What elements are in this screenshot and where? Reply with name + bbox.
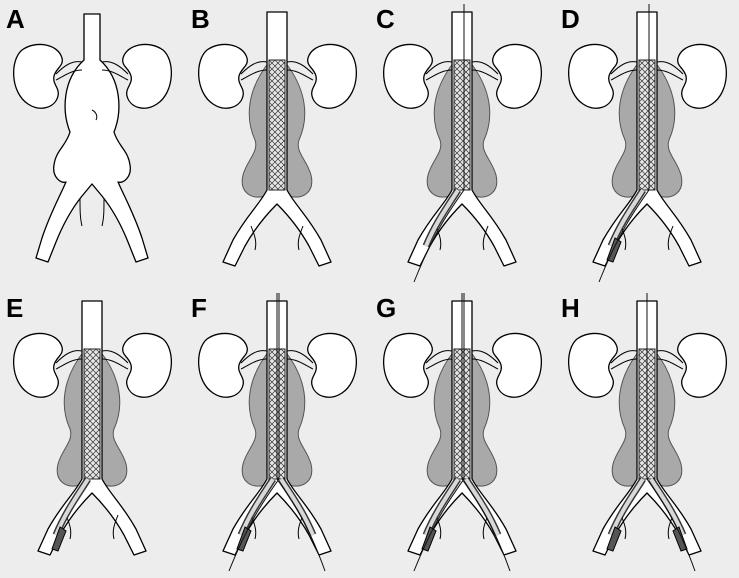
- panel-letter: H: [561, 295, 580, 321]
- internal-iliac-left: [80, 198, 82, 226]
- left-graft-limb-inner: [611, 190, 643, 246]
- kidney-right: [493, 44, 542, 108]
- panel-letter: G: [376, 295, 396, 321]
- kidney-right: [493, 333, 542, 397]
- left-graft-limb-inner: [426, 190, 458, 246]
- kidney-right: [678, 333, 727, 397]
- kidney-left: [199, 333, 248, 397]
- panel-f: F: [185, 289, 370, 578]
- panel-g: G: [370, 289, 555, 578]
- kidney-left: [384, 44, 433, 108]
- panel-letter: E: [6, 295, 23, 321]
- left-graft-limb-inner: [426, 479, 458, 535]
- right-graft-limb-inner: [466, 479, 498, 535]
- main-stent-graft: [639, 60, 655, 190]
- panel-d: D: [555, 0, 739, 289]
- main-stent-graft: [84, 349, 100, 479]
- panel-letter: B: [191, 6, 210, 32]
- panel-letter: D: [561, 6, 580, 32]
- left-graft-limb-inner: [611, 479, 643, 535]
- left-graft-limb-inner: [56, 479, 88, 535]
- panel-letter: A: [6, 6, 25, 32]
- vessel-illustration: [185, 0, 370, 289]
- vessel-illustration: [0, 0, 185, 289]
- kidney-left: [199, 44, 248, 108]
- panel-letter: C: [376, 6, 395, 32]
- kidney-right: [123, 333, 172, 397]
- vessel-illustration: [0, 289, 185, 578]
- kidney-left: [14, 44, 63, 108]
- kidney-left: [569, 333, 618, 397]
- internal-iliac-right: [102, 198, 104, 226]
- kidney-left: [14, 333, 63, 397]
- vessel-illustration: [370, 0, 555, 289]
- kidney-left: [384, 333, 433, 397]
- panel-e: E: [0, 289, 185, 578]
- panel-letter: F: [191, 295, 207, 321]
- main-stent-graft: [454, 60, 470, 190]
- panel-c: C: [370, 0, 555, 289]
- kidney-right: [123, 44, 172, 108]
- vessel-illustration: [370, 289, 555, 578]
- vessel-illustration: [185, 289, 370, 578]
- right-graft-limb-inner: [281, 479, 313, 535]
- panel-a: A: [0, 0, 185, 289]
- kidney-right: [308, 44, 357, 108]
- kidney-left: [569, 44, 618, 108]
- left-graft-limb-inner: [241, 479, 273, 535]
- right-graft-limb-inner: [651, 479, 683, 535]
- vessel-illustration: [555, 0, 739, 289]
- main-stent-graft: [269, 60, 285, 190]
- kidney-right: [308, 333, 357, 397]
- panel-b: B: [185, 0, 370, 289]
- kidney-right: [678, 44, 727, 108]
- vessel-illustration: [555, 289, 739, 578]
- panel-h: H: [555, 289, 739, 578]
